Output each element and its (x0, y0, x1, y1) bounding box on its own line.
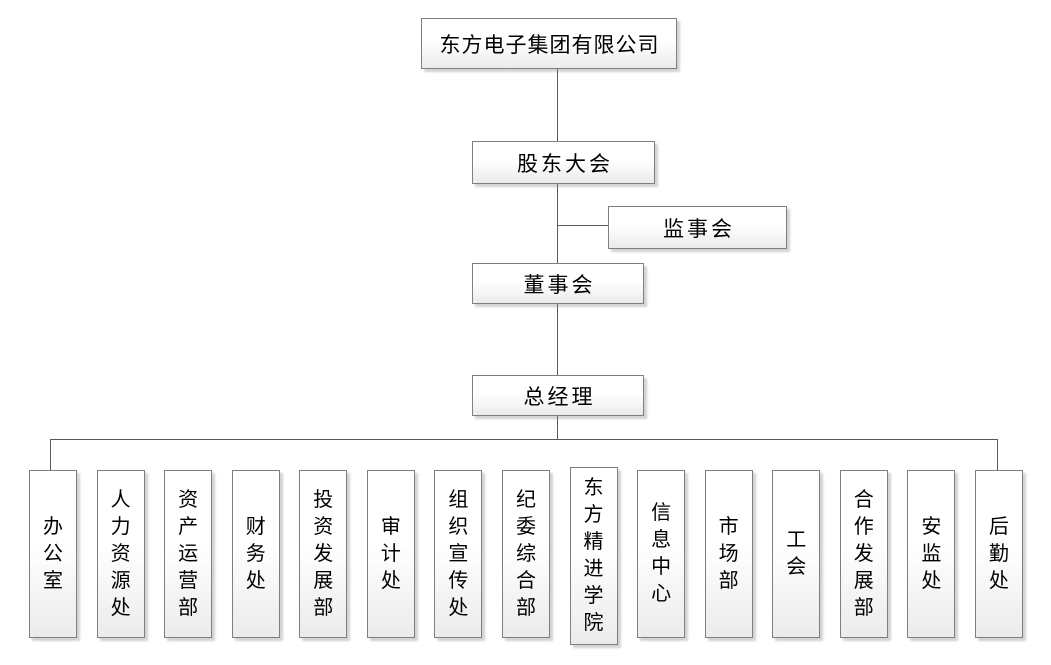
node-general-manager: 总经理 (472, 375, 644, 416)
connector-rail-drop-left (50, 439, 51, 470)
connector-gm-to-rail (557, 416, 558, 439)
dept-cooperation-development-label: 合作发展部 (853, 488, 874, 619)
dept-jingjin-academy: 东方精进学院 (569, 467, 618, 645)
dept-audit-label: 审计处 (380, 515, 401, 592)
dept-investment-development-label: 投资发展部 (313, 488, 334, 619)
node-shareholders-meeting-label: 股东大会 (517, 151, 613, 176)
connector-board-to-gm (557, 304, 558, 375)
node-shareholders-meeting: 股东大会 (472, 141, 655, 184)
connector-supervisory-branch (558, 225, 608, 226)
dept-marketing: 市场部 (704, 470, 753, 638)
dept-finance-label: 财务处 (245, 515, 266, 592)
connector-company-to-shareholders (557, 69, 558, 141)
node-board-of-directors: 董事会 (472, 263, 644, 304)
dept-discipline-committee-label: 纪委综合部 (515, 488, 536, 619)
dept-labor-union-label: 工会 (786, 529, 807, 578)
dept-cooperation-development: 合作发展部 (839, 470, 888, 638)
connector-department-rail (50, 439, 998, 440)
dept-investment-development: 投资发展部 (299, 470, 348, 638)
connector-rail-drop-right (997, 439, 998, 470)
connector-shareholders-to-board (557, 184, 558, 263)
dept-discipline-committee: 纪委综合部 (501, 470, 550, 638)
dept-logistics-label: 后勤处 (988, 515, 1009, 592)
dept-finance: 财务处 (231, 470, 280, 638)
node-company-label: 东方电子集团有限公司 (439, 32, 660, 57)
department-row: 办公室 人力资源处 资产运营部 财务处 投资发展部 审计处 组织宣传处 纪委综合… (29, 467, 1023, 645)
dept-labor-union: 工会 (772, 470, 821, 638)
dept-marketing-label: 市场部 (718, 515, 739, 592)
dept-information-center: 信息中心 (637, 470, 686, 638)
dept-logistics: 后勤处 (974, 470, 1023, 638)
node-company-root: 东方电子集团有限公司 (421, 18, 677, 69)
dept-jingjin-academy-label: 东方精进学院 (583, 477, 604, 634)
node-supervisory-board: 监事会 (608, 206, 787, 249)
dept-information-center-label: 信息中心 (651, 502, 672, 605)
dept-human-resources: 人力资源处 (96, 470, 145, 638)
dept-organization-publicity: 组织宣传处 (434, 470, 483, 638)
dept-safety-supervision-label: 安监处 (921, 515, 942, 592)
node-general-manager-label: 总经理 (523, 384, 596, 409)
dept-organization-publicity-label: 组织宣传处 (448, 488, 469, 619)
dept-office-label: 办公室 (43, 515, 63, 592)
dept-audit: 审计处 (366, 470, 415, 638)
dept-office: 办公室 (29, 470, 77, 638)
dept-asset-operations: 资产运营部 (164, 470, 213, 638)
dept-asset-operations-label: 资产运营部 (178, 488, 199, 619)
dept-safety-supervision: 安监处 (907, 470, 956, 638)
node-supervisory-board-label: 监事会 (663, 216, 735, 241)
node-board-of-directors-label: 董事会 (523, 272, 596, 297)
dept-human-resources-label: 人力资源处 (110, 488, 131, 619)
